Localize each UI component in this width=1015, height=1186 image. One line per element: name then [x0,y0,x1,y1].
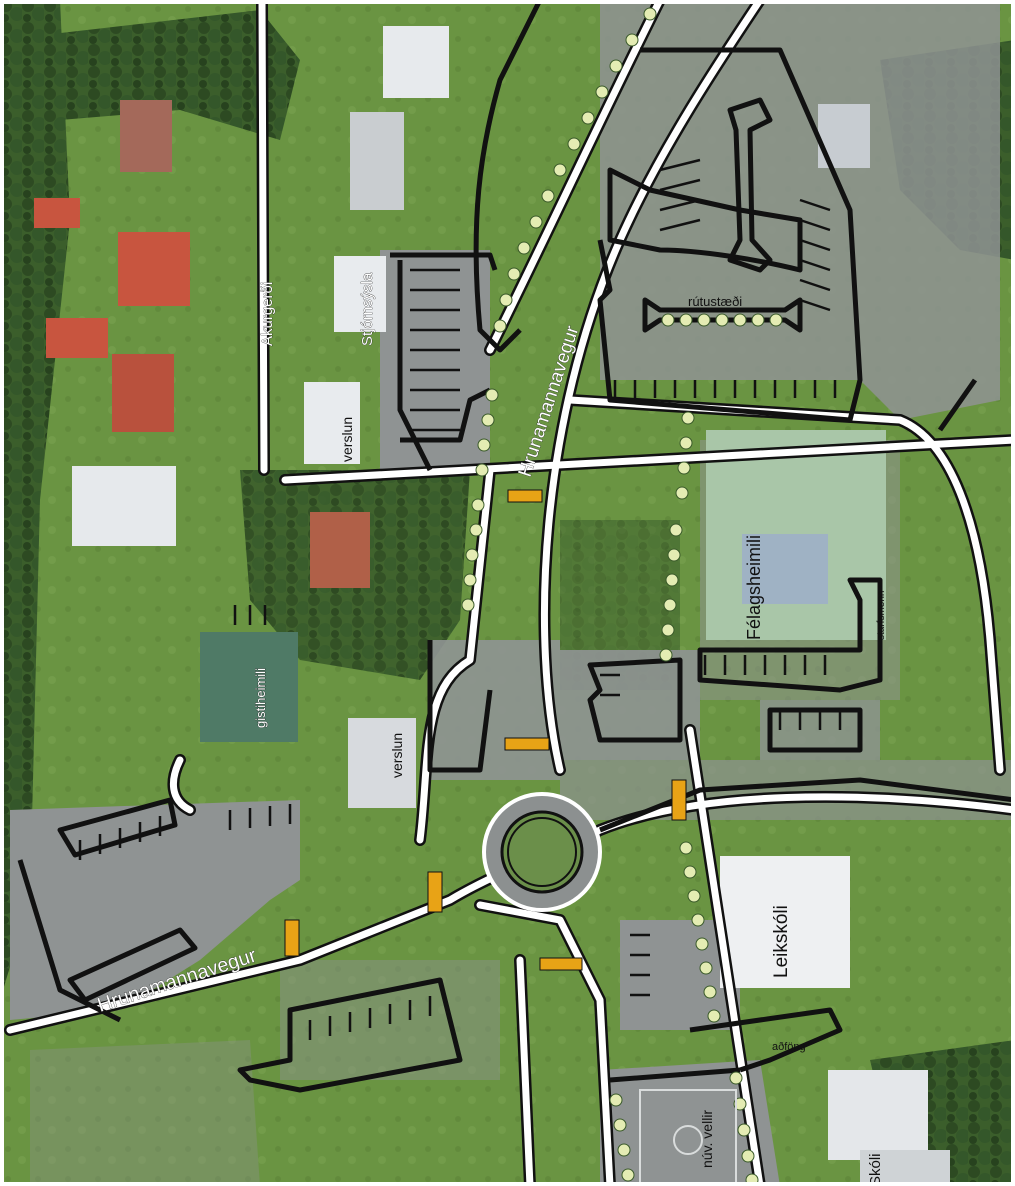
building-house [383,26,449,98]
building-verslun [304,382,360,464]
school-court [639,1089,737,1186]
building-house [310,512,370,588]
building-school [828,1070,928,1160]
label-rutustaedi: rútustæði [688,294,742,309]
plan-outlines [17,0,1015,1093]
building-house [120,100,172,172]
label-starfsmenn: starfsmenn [876,591,887,640]
label-gistiheimili: gistiheimili [253,668,268,728]
label-nuv-vellir: núv. vellir [699,1110,715,1168]
building-house [118,232,190,306]
building-verslun [348,718,416,808]
label-leikskoli: Leikskóli [771,905,792,978]
roundabout [482,792,602,912]
building-house [46,318,108,358]
building-house [34,198,80,228]
label-adfong: aðföng [772,1041,806,1053]
label-grunnskoli: Skóli [867,1153,884,1186]
building-house [112,354,174,432]
planned-trees [461,7,783,1186]
building-stjornsysla [334,256,386,332]
building-house [350,112,404,210]
label-felagsheimili: Félagsheimili [744,535,764,640]
parking-stalls [78,158,842,1040]
label-verslun-1: verslun [339,417,355,462]
label-akurgerdi: Akurgerði [259,282,276,346]
label-verslun-2: verslun [389,733,405,778]
pedestrian-crossings [284,489,687,971]
building-gistiheimili [200,632,298,742]
buildings [34,26,950,1186]
label-stjornsysla: Stjórnsýsla [359,272,376,346]
building-house [72,466,176,546]
building-leikskoli [720,856,850,988]
